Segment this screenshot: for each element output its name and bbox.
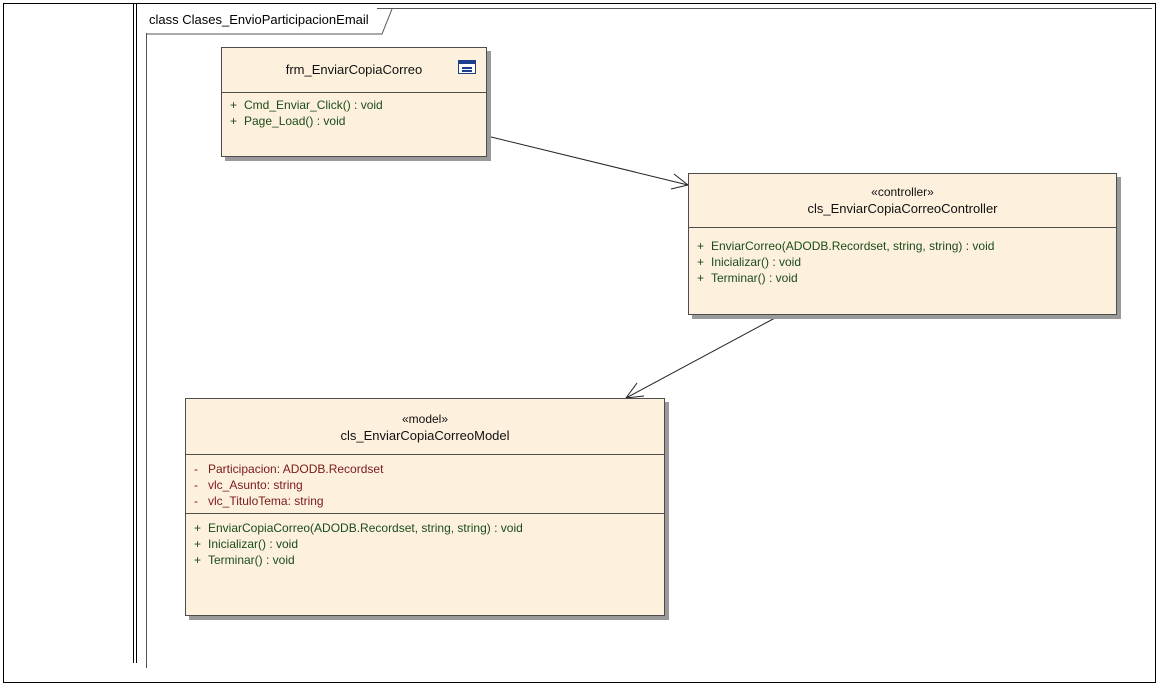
operation-text: EnviarCopiaCorreo(ADODB.Recordset, strin… <box>208 521 523 535</box>
attribute-text: vlc_Asunto: string <box>208 478 303 492</box>
operations-compartment: + Cmd_Enviar_Click() : void + Page_Load() … <box>222 93 486 133</box>
attribute-text: vlc_TituloTema: string <box>208 494 324 508</box>
operation-row[interactable]: + Inicializar() : void <box>697 254 1116 270</box>
class-stereotype: «model» <box>401 412 449 426</box>
diagram-frame <box>146 8 1152 668</box>
table-column-divider-inner <box>136 3 137 663</box>
class-stereotype: «controller» <box>871 185 934 199</box>
class-model[interactable]: «model» cls_EnviarCopiaCorreoModel -Part… <box>185 398 665 616</box>
class-header: frm_EnviarCopiaCorreo <box>222 48 486 93</box>
operation-row[interactable]: + Cmd_Enviar_Click() : void <box>230 97 486 113</box>
operation-row[interactable]: + Page_Load() : void <box>230 113 486 129</box>
visibility-marker: - <box>194 462 198 476</box>
class-name: cls_EnviarCopiaCorreoController <box>807 201 998 216</box>
visibility-marker: + <box>697 271 705 285</box>
operation-text: Terminar() : void <box>208 553 295 567</box>
operation-text: Cmd_Enviar_Click() : void <box>244 98 383 112</box>
operation-row[interactable]: + Terminar() : void <box>194 552 664 568</box>
attributes-compartment: -Participacion: ADODB.Recordset -vlc_Asu… <box>186 455 664 513</box>
operations-compartment: + EnviarCopiaCorreo(ADODB.Recordset, stri… <box>186 513 664 572</box>
operation-text: Inicializar() : void <box>711 255 802 269</box>
visibility-marker: + <box>230 114 238 128</box>
class-name: frm_EnviarCopiaCorreo <box>285 62 423 77</box>
attribute-row[interactable]: -vlc_TituloTema: string <box>194 493 664 509</box>
class-name: cls_EnviarCopiaCorreoModel <box>340 428 510 443</box>
class-header: «controller» cls_EnviarCopiaCorreoContro… <box>689 174 1116 228</box>
form-icon <box>458 60 476 74</box>
table-column-divider <box>133 3 134 663</box>
frame-label-tab <box>146 8 393 35</box>
visibility-marker: + <box>194 521 202 535</box>
class-header: «model» cls_EnviarCopiaCorreoModel <box>186 399 664 455</box>
operation-text: Terminar() : void <box>711 271 798 285</box>
attribute-text: Participacion: ADODB.Recordset <box>208 462 384 476</box>
operation-row[interactable]: + EnviarCorreo(ADODB.Recordset, string, s… <box>697 238 1116 254</box>
diagram-connectors <box>146 8 776 399</box>
operation-row[interactable]: + Inicializar() : void <box>194 536 664 552</box>
association-line-form-controller[interactable] <box>486 135 689 186</box>
association-arrowhead-model <box>624 382 645 399</box>
attribute-row[interactable]: -Participacion: ADODB.Recordset <box>194 461 664 477</box>
operations-compartment: + EnviarCorreo(ADODB.Recordset, string, s… <box>689 228 1116 290</box>
diagram-frame-label: class Clases_EnvioParticipacionEmail <box>146 8 377 33</box>
operation-text: EnviarCorreo(ADODB.Recordset, string, st… <box>711 239 995 253</box>
visibility-marker: + <box>194 537 202 551</box>
operation-row[interactable]: + Terminar() : void <box>697 270 1116 286</box>
operation-text: Inicializar() : void <box>208 537 299 551</box>
operation-text: Page_Load() : void <box>244 114 346 128</box>
visibility-marker: + <box>697 255 705 269</box>
visibility-marker: + <box>697 239 705 253</box>
class-frm-enviar-copia-correo[interactable]: frm_EnviarCopiaCorreo + Cmd_Enviar_Click(… <box>221 47 487 157</box>
visibility-marker: - <box>194 494 198 508</box>
visibility-marker: + <box>230 98 238 112</box>
attribute-row[interactable]: -vlc_Asunto: string <box>194 477 664 493</box>
association-line-controller-model[interactable] <box>625 317 776 399</box>
visibility-marker: + <box>194 553 202 567</box>
visibility-marker: - <box>194 478 198 492</box>
operation-row[interactable]: + EnviarCopiaCorreo(ADODB.Recordset, stri… <box>194 520 664 536</box>
class-controller[interactable]: «controller» cls_EnviarCopiaCorreoContro… <box>688 173 1117 315</box>
